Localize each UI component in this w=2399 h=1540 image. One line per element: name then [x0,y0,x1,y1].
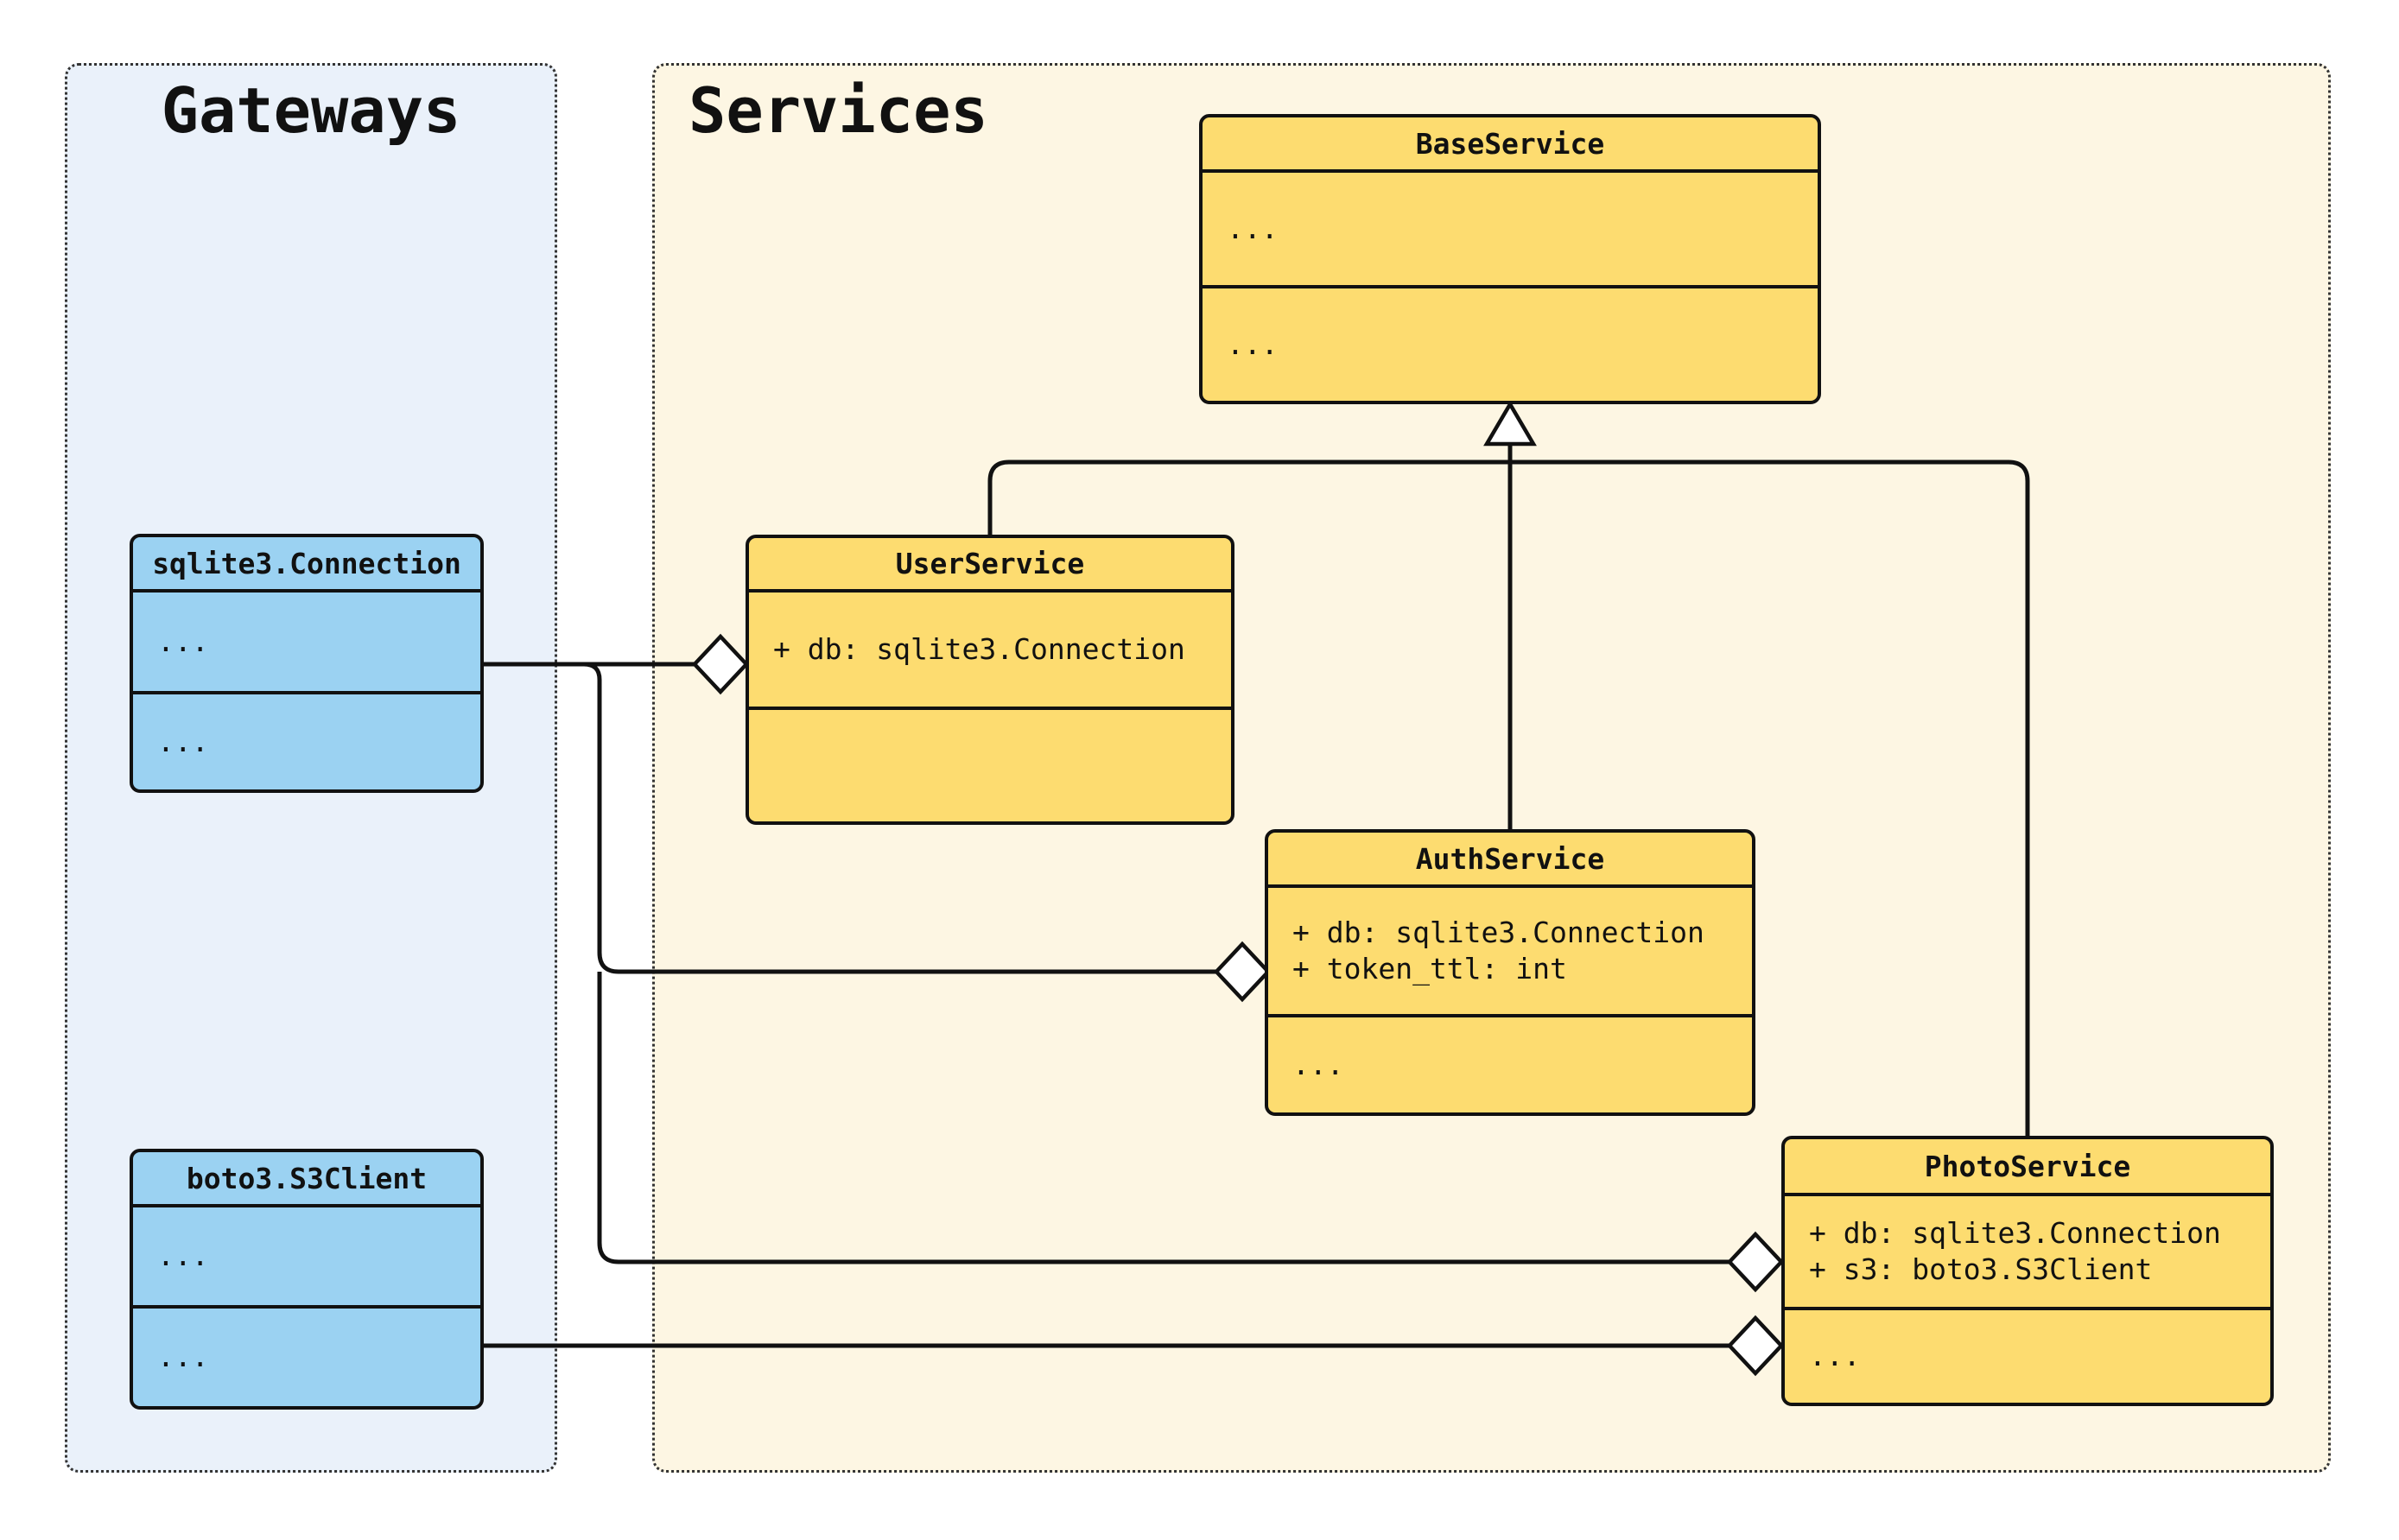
attribute-text: ... [1227,211,1279,245]
class-methods-section: ... [1785,1307,2270,1403]
method-text: ... [157,724,209,758]
aggregation-diamond-user [691,633,750,695]
class-box-baseservice: BaseService ... ... [1199,114,1821,404]
class-attributes-section: ... [133,589,480,691]
services-group-title: Services [689,74,988,147]
attribute-text: + s3: boto3.S3Client [1809,1252,2153,1286]
class-attributes-section: ... [133,1204,480,1305]
aggregation-diamond-photo-s3 [1726,1315,1785,1377]
class-name: boto3.S3Client [186,1161,428,1195]
attribute-text: + db: sqlite3.Connection [1809,1215,2221,1250]
class-name: sqlite3.Connection [152,546,461,580]
class-methods-section: ... [133,1305,480,1406]
class-methods-section: ... [1203,285,1818,401]
gateways-group-title: Gateways [161,74,461,147]
attribute-text: + db: sqlite3.Connection [773,631,1185,666]
aggregation-edge-conn-auth [583,662,1216,974]
class-attributes-section: + db: sqlite3.Connection + s3: boto3.S3C… [1785,1193,2270,1307]
method-text: ... [1227,326,1279,361]
method-text: ... [1292,1047,1344,1081]
class-name: BaseService [1415,126,1605,161]
class-box-photoservice: PhotoService + db: sqlite3.Connection + … [1781,1136,2274,1406]
aggregation-diamond-auth [1213,941,1272,1003]
attribute-text: + token_ttl: int [1292,952,1567,985]
class-name: UserService [895,547,1085,580]
attribute-text: + db: sqlite3.Connection [1292,915,1704,949]
class-box-boto3-s3client: boto3.S3Client ... ... [130,1149,484,1410]
class-methods-section: ... [133,691,480,789]
class-attributes-section: + db: sqlite3.Connection [749,589,1231,707]
method-text: ... [157,1340,209,1374]
class-methods-section: ... [1268,1014,1752,1112]
attribute-text: ... [157,624,209,658]
aggregation-edge-conn-photo [597,972,1729,1264]
aggregation-diamond-photo-db [1726,1231,1785,1293]
class-attributes-section: ... [1203,169,1818,285]
inheritance-triangle [1483,400,1537,447]
method-text: ... [1809,1339,1861,1373]
class-name: PhotoService [1924,1149,2131,1183]
attribute-text: ... [157,1239,209,1273]
class-box-userservice: UserService + db: sqlite3.Connection [746,535,1234,825]
class-methods-section [749,707,1231,821]
class-box-sqlite3-connection: sqlite3.Connection ... ... [130,534,484,793]
class-name: AuthService [1415,841,1605,876]
class-attributes-section: + db: sqlite3.Connection + token_ttl: in… [1268,884,1752,1014]
class-box-authservice: AuthService + db: sqlite3.Connection + t… [1265,829,1755,1116]
